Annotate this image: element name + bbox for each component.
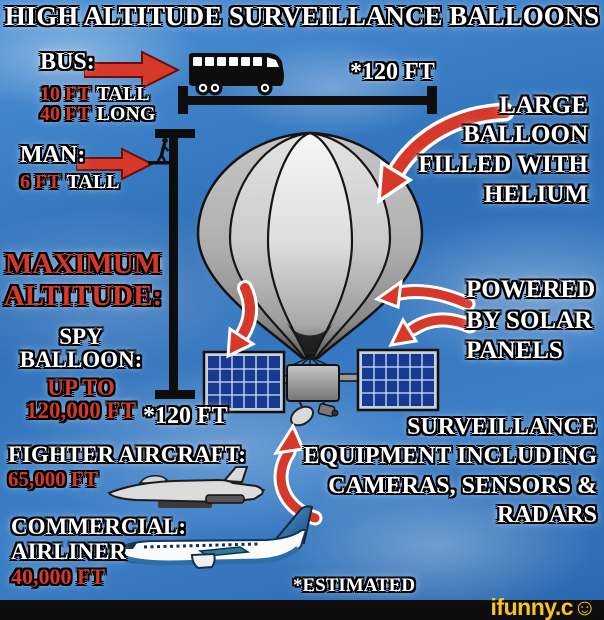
solar-line-2: BY SOLAR — [466, 307, 593, 334]
watermark-text: ifunny.c — [490, 594, 574, 620]
equipment-line-2: EQUIPMENT INCLUDING — [303, 443, 597, 469]
fighter-altitude: 65,000 FT — [8, 467, 98, 491]
solar-panel-left-icon — [202, 350, 286, 414]
man-icon — [148, 137, 176, 165]
airliner-altitude: 40,000 FT — [11, 564, 106, 589]
payload-assembly — [202, 348, 440, 427]
watermark-bar — [0, 600, 604, 620]
max-altitude-heading-1: MAXIMUM — [4, 248, 162, 280]
bus-height-unit: TALL — [96, 83, 150, 105]
equipment-line-4: RADARS — [496, 502, 597, 528]
bus-icon — [189, 53, 284, 96]
man-height-unit: TALL — [66, 171, 120, 193]
bus-length-unit: LONG — [96, 103, 156, 125]
fighter-label: FIGHTER AIRCRAFT: — [8, 442, 246, 467]
altitude-value-line-2: 120,000 FT — [26, 398, 136, 423]
max-altitude-heading-2: ALTITUDE: — [3, 280, 163, 312]
spy-balloon-line-2: BALLOON: — [19, 347, 143, 372]
page-title: HIGH ALTITUDE SURVEILLANCE BALLOONS — [4, 1, 600, 31]
balloon-height-measure-label: *120 FT — [143, 403, 228, 429]
solar-lower-arrow-icon — [388, 312, 478, 347]
payload-box — [286, 364, 340, 402]
bus-arrow-icon — [84, 50, 180, 90]
helium-arrow-icon — [376, 102, 515, 205]
airliner-label-2: AIRLINER — [11, 539, 127, 564]
altitude-value-line-1: UP TO — [47, 375, 115, 400]
helium-line-2: BALLOON — [462, 121, 588, 148]
smiley-icon: ☺ — [573, 594, 596, 620]
man-arrow-icon — [76, 147, 154, 181]
bus-height-value: 10 FT — [40, 83, 91, 105]
dish-antenna-icon — [289, 400, 315, 427]
bus-length-value: 40 FT — [40, 103, 91, 125]
airliner-icon — [111, 505, 314, 570]
man-height-value: 6 FT — [20, 171, 61, 193]
equipment-line-1: SURVEILLANCE — [407, 414, 597, 440]
helium-line-3: FILLED WITH — [418, 151, 588, 178]
bus-label: BUS: — [40, 49, 95, 75]
solar-line-1: POWERED — [466, 276, 596, 303]
watermark: ifunny.c☺ — [490, 594, 597, 620]
man-label: MAN: — [20, 142, 86, 168]
fighter-jet-icon — [107, 466, 266, 508]
estimated-footnote: *ESTIMATED — [293, 575, 416, 596]
spy-balloon-line-1: SPY — [59, 324, 103, 349]
camera-icon — [317, 400, 339, 418]
airliner-label-1: COMMERCIAL: — [11, 514, 187, 539]
solar-line-3: PANELS — [466, 337, 563, 364]
equipment-line-3: CAMERAS, SENSORS & — [328, 473, 597, 499]
bus-length-measure-label: *120 FT — [350, 59, 435, 85]
solar-upper-arrow-icon — [373, 278, 476, 312]
helium-line-1: LARGE — [499, 92, 588, 119]
solar-panel-right-icon — [356, 348, 440, 412]
left-panel-arrow-icon — [226, 280, 258, 359]
helium-line-4: HELIUM — [483, 181, 588, 208]
